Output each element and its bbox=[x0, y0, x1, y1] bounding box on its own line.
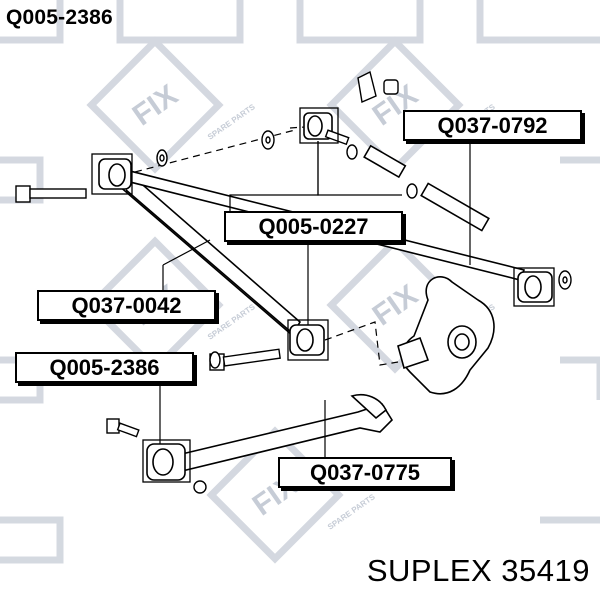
bushing-top-center bbox=[303, 112, 333, 140]
bushing-center bbox=[289, 324, 325, 356]
bolt-lower bbox=[106, 418, 140, 438]
washers bbox=[156, 70, 572, 494]
callout-anchors bbox=[91, 107, 555, 483]
bushing-lower bbox=[146, 443, 186, 481]
bolts bbox=[15, 129, 350, 438]
footer-brand-part: SUPLEX 35419 bbox=[366, 553, 590, 588]
header-part-code: Q005-2386 bbox=[6, 6, 113, 29]
bolt-top bbox=[324, 129, 350, 146]
callout-q037-0775: Q037-0775 bbox=[278, 457, 452, 488]
watermark-logo: FIX bbox=[127, 79, 184, 133]
callout-q005-0227: Q005-0227 bbox=[224, 211, 403, 242]
callout-q037-0792: Q037-0792 bbox=[403, 110, 582, 141]
watermark-logo: FIX bbox=[367, 279, 424, 333]
callout-q037-0042: Q037-0042 bbox=[37, 290, 216, 321]
bushing-right bbox=[517, 271, 553, 303]
bolt-upper-left bbox=[15, 185, 87, 203]
bushing-upper-left bbox=[98, 158, 132, 190]
lower-arm-q037-0775 bbox=[163, 394, 394, 473]
steering-knuckle bbox=[397, 276, 495, 395]
callout-q005-2386: Q005-2386 bbox=[15, 352, 194, 383]
